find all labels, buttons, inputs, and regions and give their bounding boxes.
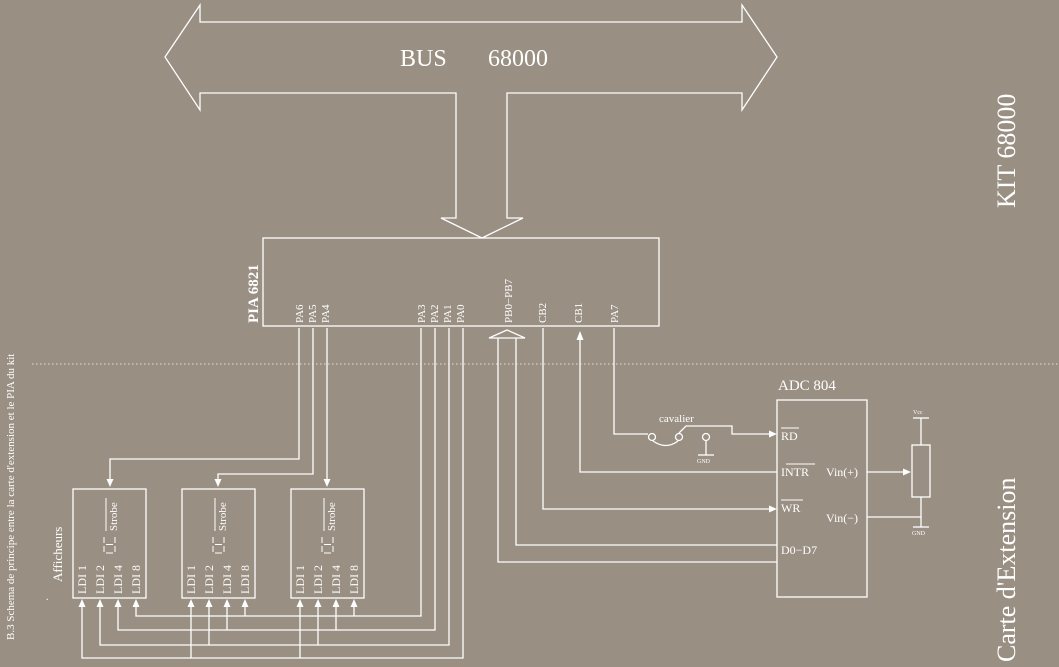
wire-pa2-ldi4 xyxy=(117,328,436,631)
ldi-arrow xyxy=(296,599,304,607)
adc-box xyxy=(776,399,868,598)
adc-pin-wr: WR xyxy=(781,501,800,515)
pia-pin-pb: PB0−PB7 xyxy=(503,278,515,323)
ldi-label: LDI 8 xyxy=(347,565,361,594)
afficheurs-dot: . xyxy=(46,592,49,603)
ldi-label: LDI 1 xyxy=(293,565,307,594)
ldi-arrow xyxy=(114,599,122,607)
ldi-arrow xyxy=(332,599,340,607)
ldi-label: LDI 4 xyxy=(111,565,125,594)
wire-intr-cb1 xyxy=(579,340,777,473)
pia-pin-pa7: PA7 xyxy=(609,304,621,323)
wire-pa7-rd xyxy=(613,328,648,435)
potentiometer xyxy=(911,444,931,498)
wire-pa5-strobe xyxy=(217,328,314,480)
ldi-label: LDI 1 xyxy=(75,565,89,594)
display-box xyxy=(72,488,147,599)
ldi-arrow xyxy=(132,599,140,607)
wire-data-bus-inner xyxy=(515,338,777,546)
pia-pin-pa5: PA5 xyxy=(307,304,319,323)
gnd-label-cavalier: GND xyxy=(697,459,711,465)
ldi-label: LDI 8 xyxy=(238,565,252,594)
pia-pin-pa6: PA6 xyxy=(294,304,306,323)
ldi-label: LDI 1 xyxy=(184,565,198,594)
display-box xyxy=(290,488,365,599)
ldi-arrow xyxy=(350,599,358,607)
pia-pin-pa4: PA4 xyxy=(320,304,332,323)
segment-glyph xyxy=(321,537,334,554)
ldi-arrow xyxy=(241,599,249,607)
ldi-label: LDI 2 xyxy=(202,565,216,594)
pia-pin-pa0: PA0 xyxy=(455,304,467,323)
ldi-arrow xyxy=(78,599,86,607)
ldi-label: LDI 4 xyxy=(220,565,234,594)
ldi-arrow xyxy=(187,599,195,607)
wire-data-bus-outer xyxy=(497,338,777,563)
afficheurs-label: Afficheurs xyxy=(50,527,65,582)
adc-pin-data: D0−D7 xyxy=(781,543,817,557)
ldi-arrow xyxy=(96,599,104,607)
cavalier-label: cavalier xyxy=(659,413,694,425)
ldi-arrow xyxy=(314,599,322,607)
pia-pin-pa2: PA2 xyxy=(429,304,441,323)
adc-pin-intr: INTR xyxy=(781,465,809,479)
strobe-label: Strobe xyxy=(326,502,338,531)
segment-glyph xyxy=(103,537,116,554)
kit-label: KIT 68000 xyxy=(992,94,1021,208)
wire-pa1-ldi2 xyxy=(99,328,450,646)
pia-pin-pa3: PA3 xyxy=(416,304,428,323)
extension-label: Carte d'Extension xyxy=(992,478,1021,662)
pia-pin-pa1: PA1 xyxy=(442,304,454,323)
pia-pin-cb1: CB1 xyxy=(573,303,585,323)
adc-pin-vin-minus: Vin(−) xyxy=(826,511,858,525)
figure-caption: B.3 Schema de principe entre la carte d'… xyxy=(5,354,17,640)
wire-cb2-wr xyxy=(542,328,771,510)
wire-pa3-ldi8 xyxy=(135,328,422,617)
pia-title: PIA 6821 xyxy=(246,264,262,323)
ldi-label: LDI 8 xyxy=(129,565,143,594)
bus-arrow xyxy=(164,2,778,239)
adc-title: ADC 804 xyxy=(778,378,836,394)
segment-glyph xyxy=(212,537,225,554)
adc-pin-rd: RD xyxy=(781,429,798,443)
ldi-arrow xyxy=(205,599,213,607)
wire-pa6-strobe xyxy=(109,328,300,480)
bus-label: BUS xyxy=(400,46,447,72)
vcc-label: Vcc xyxy=(913,410,923,416)
gnd-label-pot: GND xyxy=(912,531,926,537)
ldi-label: LDI 2 xyxy=(93,565,107,594)
pia-pin-cb2: CB2 xyxy=(537,303,549,323)
ldi-arrow xyxy=(223,599,231,607)
strobe-label: Strobe xyxy=(217,502,229,531)
adc-pin-vin-plus: Vin(+) xyxy=(826,465,858,479)
ldi-label: LDI 2 xyxy=(311,565,325,594)
pia-box xyxy=(262,237,660,327)
bus-number: 68000 xyxy=(488,46,548,72)
display-box xyxy=(181,488,256,599)
cavalier-jumper xyxy=(652,440,679,447)
strobe-label: Strobe xyxy=(108,502,120,531)
ldi-label: LDI 4 xyxy=(329,565,343,594)
wire-pa0-ldi1 xyxy=(81,328,464,659)
